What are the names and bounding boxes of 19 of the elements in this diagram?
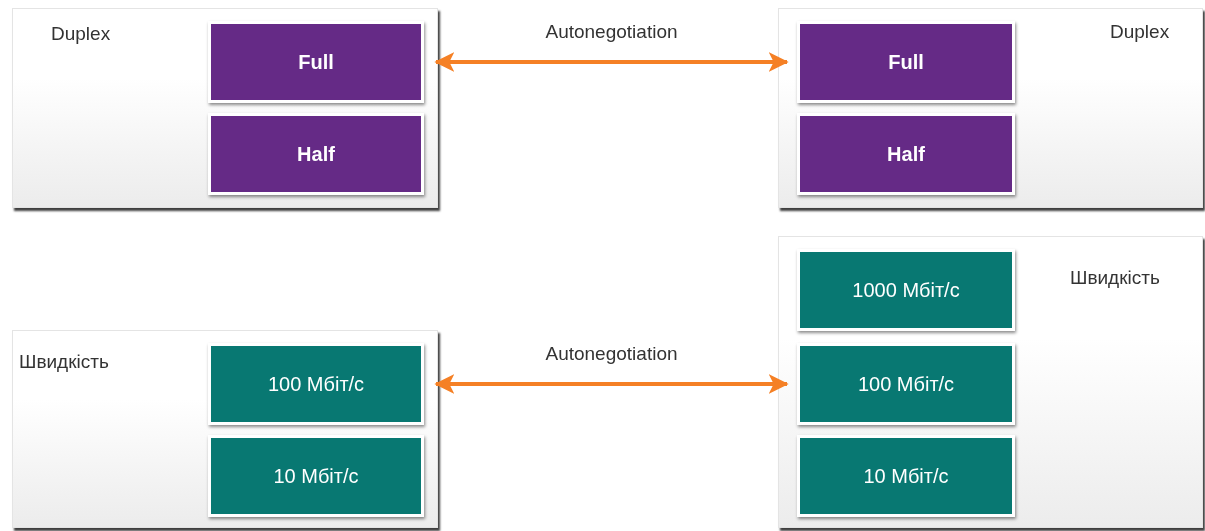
option-box: Full: [208, 21, 424, 103]
option-box: Full: [797, 21, 1015, 103]
option-box: 100 Мбіт/с: [797, 343, 1015, 425]
option-box: 10 Мбіт/с: [797, 435, 1015, 517]
double-arrow: [434, 52, 789, 72]
option-box: Half: [208, 113, 424, 195]
panel-heading: Швидкість: [1070, 267, 1160, 289]
option-box: 10 Мбіт/с: [208, 435, 424, 517]
double-arrow: [434, 374, 789, 394]
option-box: 100 Мбіт/с: [208, 343, 424, 425]
panel-heading: Duplex: [1110, 21, 1170, 43]
panel-background: [778, 236, 1203, 528]
panel-background: [778, 8, 1203, 208]
panel-background: [12, 330, 438, 528]
option-box: Half: [797, 113, 1015, 195]
panel-background: [12, 8, 438, 208]
panel-heading: Швидкість: [19, 351, 109, 373]
option-box: 1000 Мбіт/с: [797, 249, 1015, 331]
panel-heading: Duplex: [51, 23, 111, 45]
